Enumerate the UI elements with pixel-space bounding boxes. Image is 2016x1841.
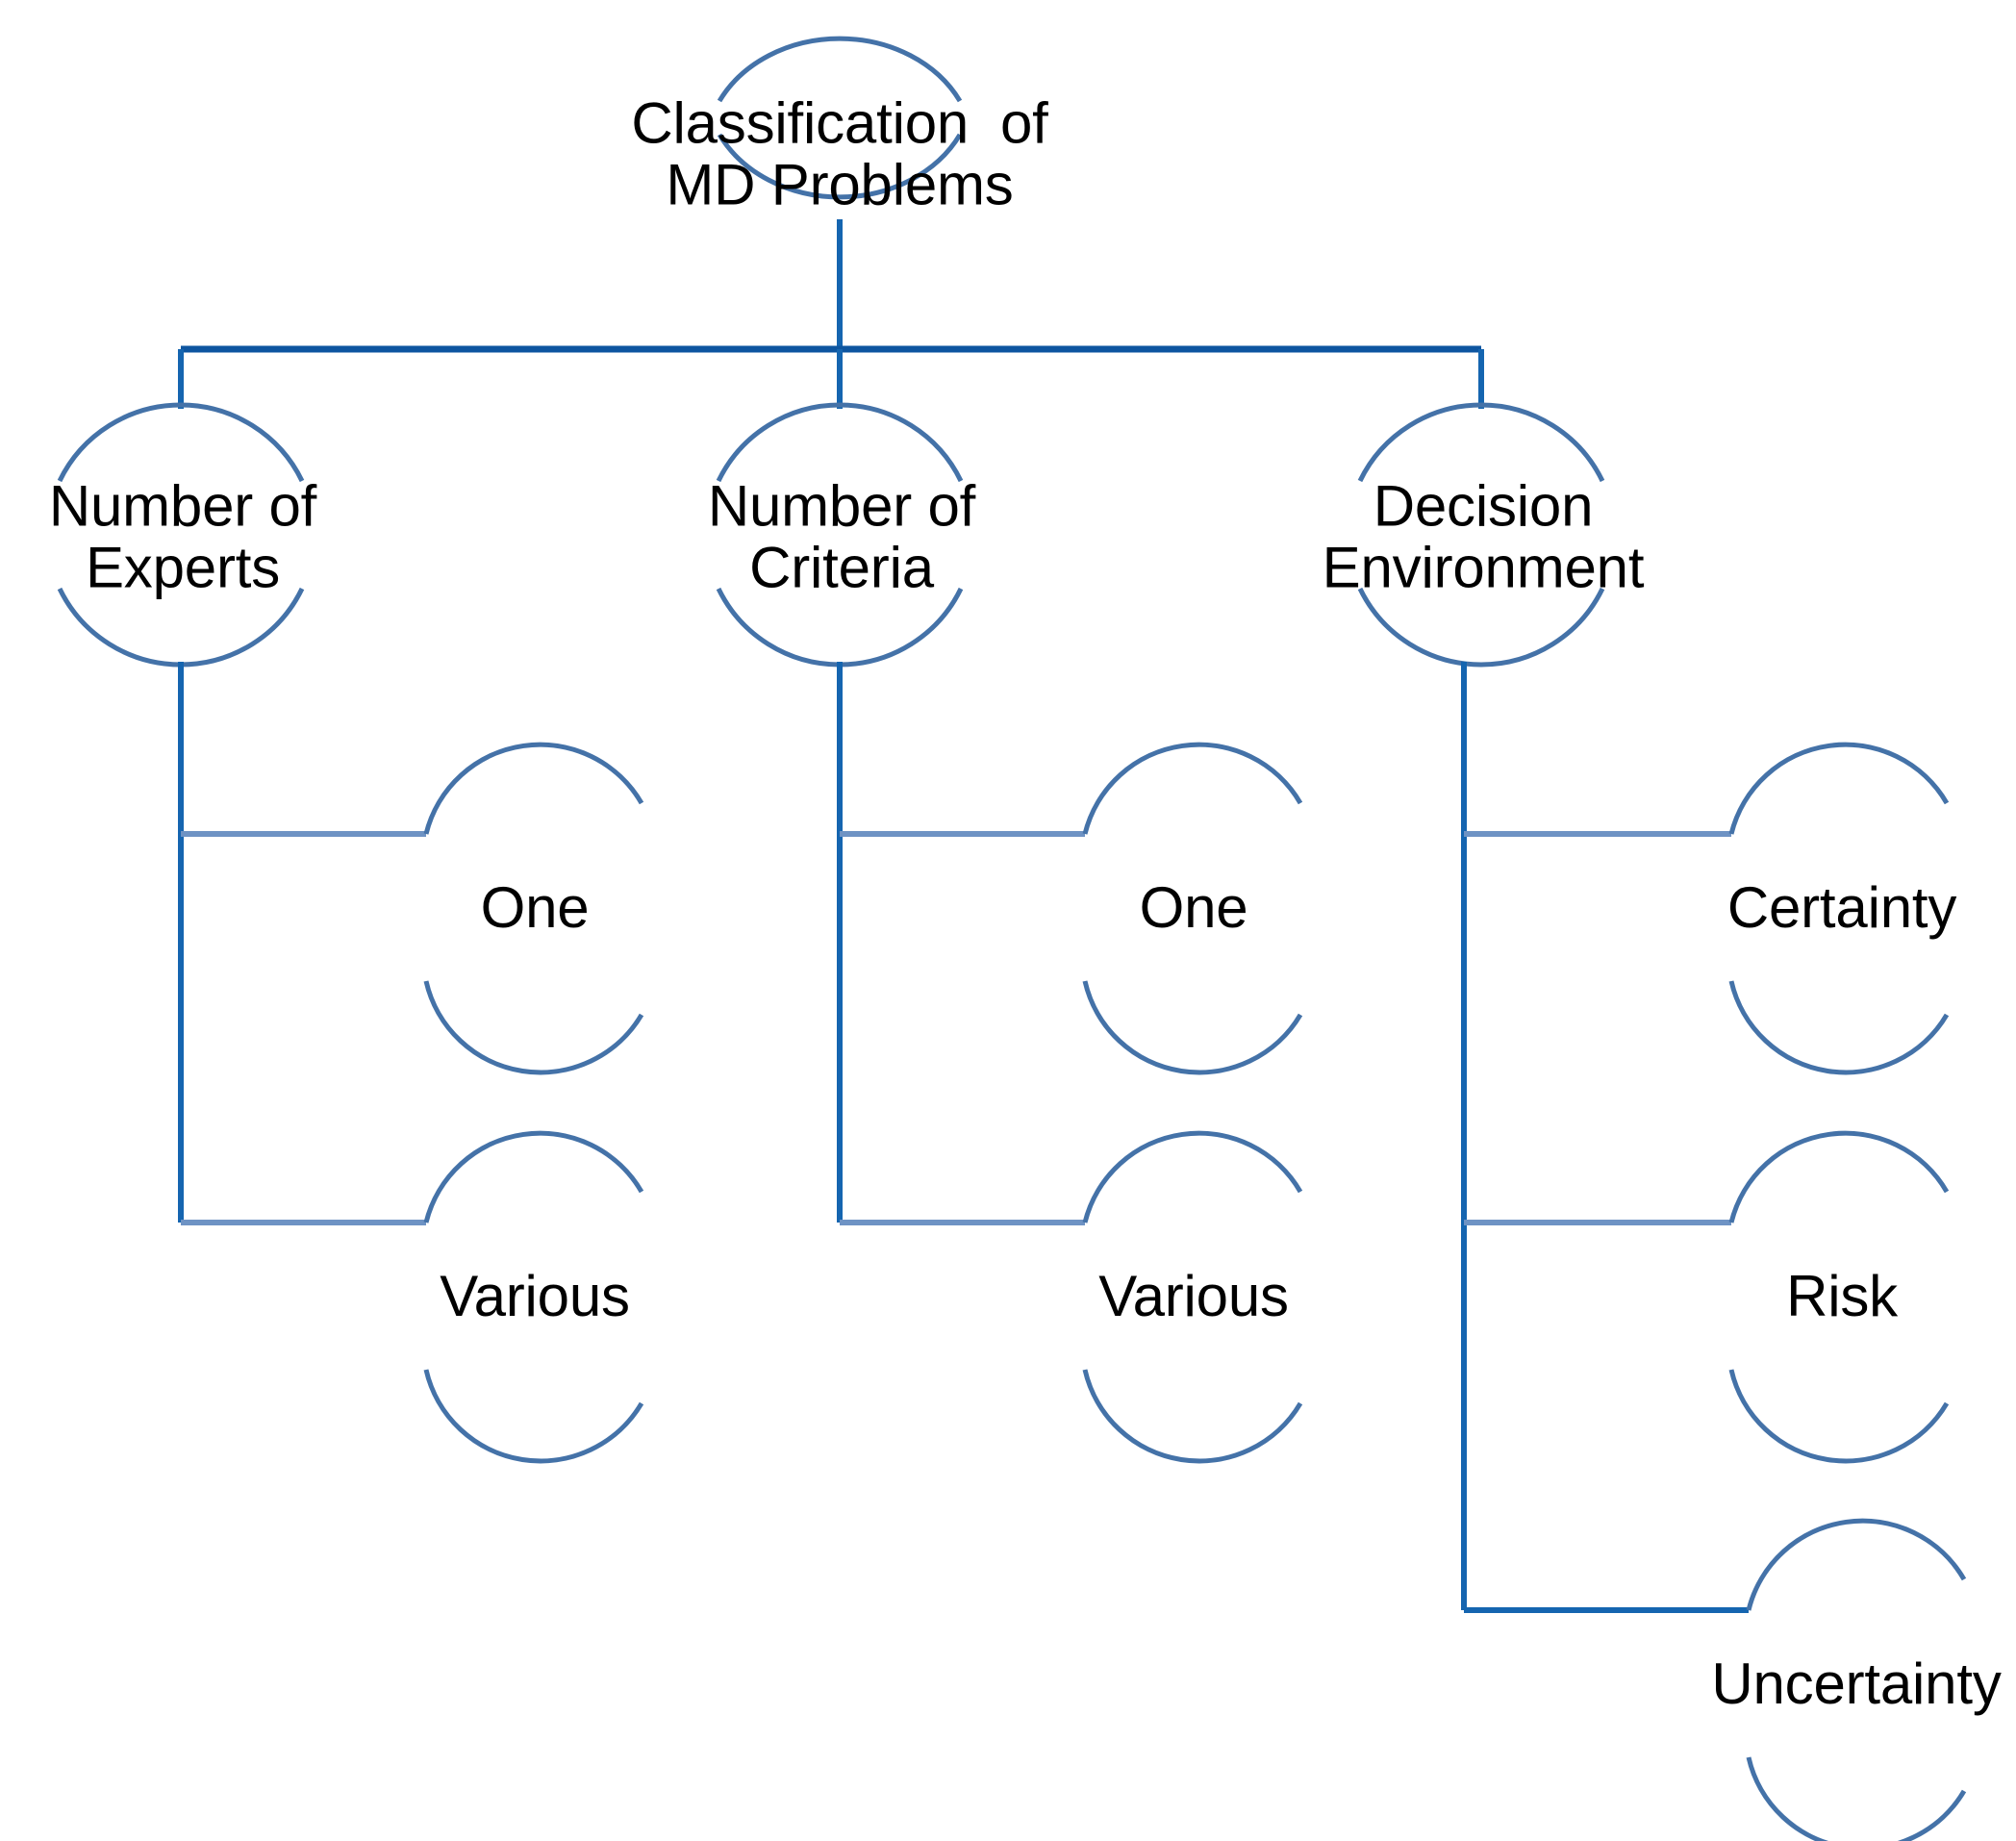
criteria-one-circle[interactable] (1082, 742, 1303, 1075)
environment-label-line2: Environment (1322, 535, 1645, 599)
criteria-various-circle[interactable] (1082, 1130, 1303, 1464)
experts-one-label: One (480, 875, 590, 941)
experts-label-line2: Experts (85, 535, 280, 599)
criteria-label-line2: Criteria (749, 535, 934, 599)
criteria-one-label: One (1139, 875, 1248, 941)
root-label-line2: MD Problems (666, 152, 1014, 216)
env-uncertainty-circle[interactable] (1746, 1518, 1967, 1841)
criteria-various-label: Various (1098, 1264, 1289, 1329)
criteria-label-line1: Number of (707, 473, 976, 539)
root-node-circle[interactable] (717, 36, 963, 200)
root-label-line1: Classification of (631, 90, 1048, 156)
experts-various-label: Various (440, 1264, 630, 1329)
environment-label-line1: Decision (1373, 473, 1594, 539)
env-risk-circle[interactable] (1728, 1130, 1950, 1464)
decision-environment-circle[interactable] (1357, 402, 1605, 668)
env-certainty-label: Certainty (1726, 875, 1957, 941)
experts-label-line1: Number of (48, 473, 317, 539)
experts-various-circle[interactable] (423, 1130, 644, 1464)
env-uncertainty-label: Uncertainty (1711, 1652, 2002, 1717)
experts-one-circle[interactable] (423, 742, 644, 1075)
env-risk-label: Risk (1786, 1264, 1898, 1329)
env-certainty-circle[interactable] (1728, 742, 1950, 1075)
